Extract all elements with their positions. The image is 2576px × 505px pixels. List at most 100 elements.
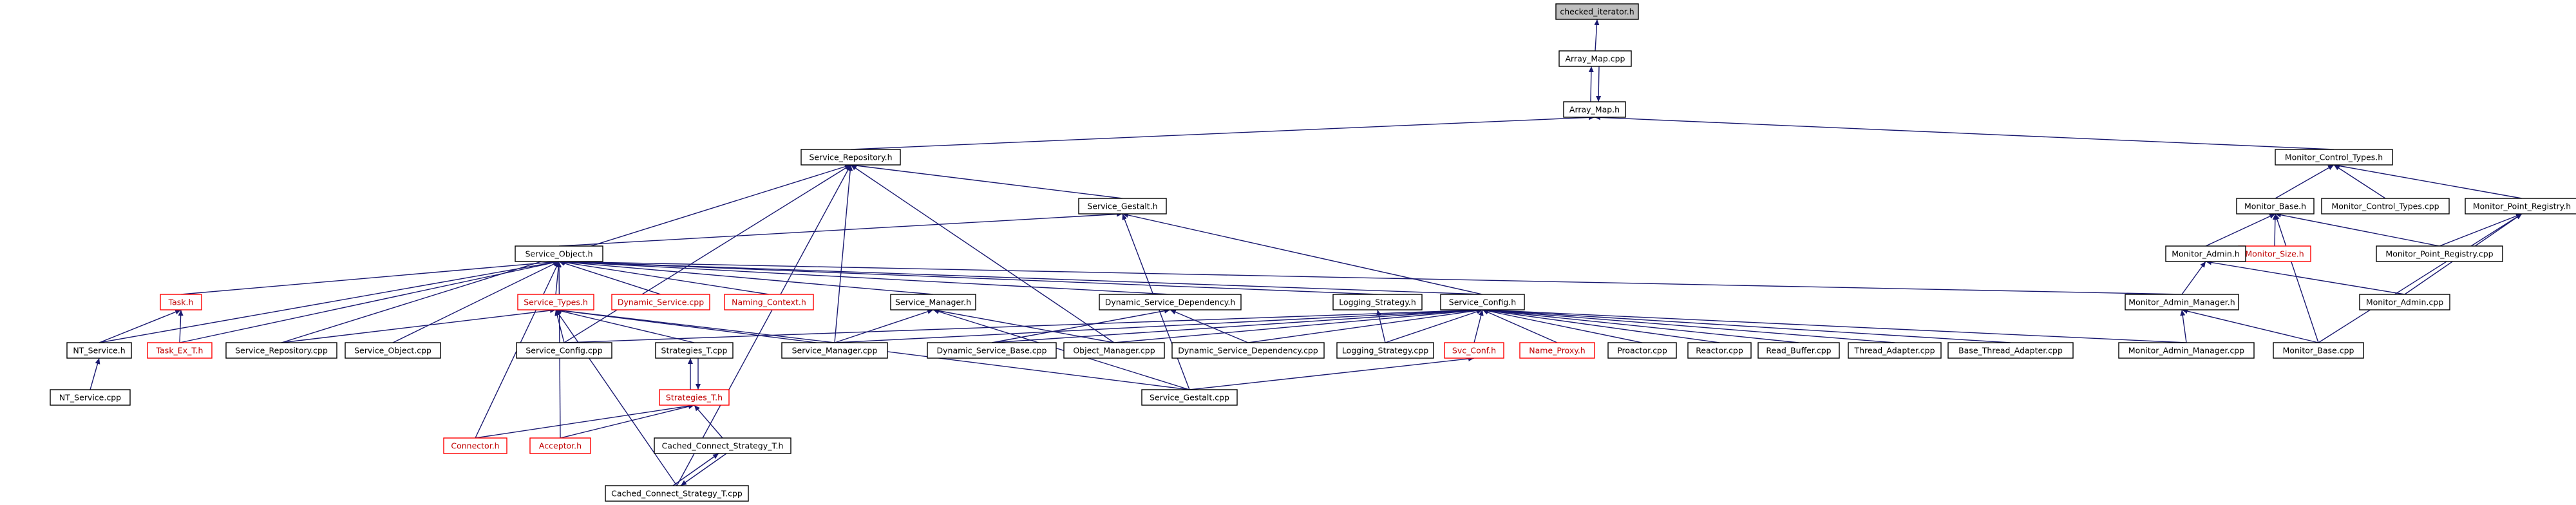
- node-box: [345, 342, 441, 359]
- node-cached-connect-strategy-t-cpp[interactable]: Cached_Connect_Strategy_T.cpp: [605, 485, 749, 502]
- node-label-monitor-base-h: Monitor_Base.h: [2244, 202, 2306, 211]
- node-box: [517, 294, 594, 310]
- edge-service-manager-h-to-service-object-h: [558, 259, 934, 295]
- node-monitor-admin-h[interactable]: Monitor_Admin.h: [2165, 245, 2246, 262]
- edge-object-manager-cpp-to-service-config-h: [1113, 307, 1483, 343]
- node-box: [1558, 50, 1632, 67]
- node-box: [659, 389, 730, 406]
- node-label-logging-strategy-cpp: Logging_Strategy.cpp: [1342, 346, 1428, 356]
- edge-dynamic-service-base-cpp-to-dynamic-service-dependency-h: [991, 308, 1171, 343]
- edge-service-config-cpp-to-service-repository-h: [564, 164, 851, 343]
- node-box: [890, 294, 976, 310]
- node-dynamic-service-dependency-cpp[interactable]: Dynamic_Service_Dependency.cpp: [1171, 342, 1325, 359]
- node-service-manager-cpp[interactable]: Service_Manager.cpp: [781, 342, 888, 359]
- node-array-map-cpp[interactable]: Array_Map.cpp: [1558, 50, 1632, 67]
- node-dynamic-service-base-cpp[interactable]: Dynamic_Service_Base.cpp: [927, 342, 1057, 359]
- node-box: [1171, 342, 1325, 359]
- edge-dynamic-service-base-cpp-to-service-config-h: [991, 307, 1483, 343]
- node-monitor-point-registry-h[interactable]: Monitor_Point_Registry.h: [2465, 198, 2576, 214]
- node-dynamic-service-dependency-h[interactable]: Dynamic_Service_Dependency.h: [1099, 294, 1242, 310]
- node-service-config-h[interactable]: Service_Config.h: [1440, 294, 1525, 310]
- node-service-object-cpp[interactable]: Service_Object.cpp: [345, 342, 441, 359]
- node-label-task-h: Task.h: [168, 298, 194, 307]
- node-thread-adapter-cpp[interactable]: Thread_Adapter.cpp: [1848, 342, 1942, 359]
- node-dynamic-service-cpp[interactable]: Dynamic_Service.cpp: [611, 294, 710, 310]
- edge-monitor-point-registry-cpp-to-monitor-point-registry-h: [2439, 213, 2523, 247]
- node-label-cached-connect-strategy-t-h: Cached_Connect_Strategy_T.h: [662, 441, 784, 451]
- edge-svc-conf-h-to-service-config-h: [1473, 309, 1484, 343]
- node-service-config-cpp[interactable]: Service_Config.cpp: [516, 342, 612, 359]
- node-label-service-manager-h: Service_Manager.h: [895, 298, 971, 307]
- node-checked-iterator-h[interactable]: checked_iterator.h: [1555, 3, 1639, 20]
- node-task-h[interactable]: Task.h: [160, 294, 202, 310]
- node-nt-service-cpp[interactable]: NT_Service.cpp: [50, 389, 131, 406]
- node-cached-connect-strategy-t-h[interactable]: Cached_Connect_Strategy_T.h: [654, 437, 791, 454]
- node-service-gestalt-cpp[interactable]: Service_Gestalt.cpp: [1141, 389, 1238, 406]
- node-label-service-object-cpp: Service_Object.cpp: [354, 346, 431, 356]
- edge-nt-service-cpp-to-nt-service-h: [90, 357, 100, 390]
- node-strategies-t-cpp[interactable]: Strategies_T.cpp: [655, 342, 734, 359]
- node-task-ex-t-h[interactable]: Task_Ex_T.h: [147, 342, 213, 359]
- node-box: [654, 437, 791, 454]
- node-label-monitor-admin-manager-cpp: Monitor_Admin_Manager.cpp: [2128, 346, 2244, 356]
- edge-logging-strategy-cpp-to-service-config-h: [1385, 309, 1483, 343]
- node-label-dynamic-service-cpp: Dynamic_Service.cpp: [618, 298, 704, 307]
- node-reactor-cpp[interactable]: Reactor.cpp: [1687, 342, 1752, 359]
- node-box: [1332, 294, 1423, 310]
- node-box: [2273, 342, 2364, 359]
- file-nodes: checked_iterator.hArray_Map.cppArray_Map…: [50, 3, 2576, 502]
- node-label-nt-service-cpp: NT_Service.cpp: [59, 393, 121, 403]
- node-label-monitor-admin-cpp: Monitor_Admin.cpp: [2366, 298, 2443, 307]
- node-box: [1519, 342, 1595, 359]
- node-name-proxy-h[interactable]: Name_Proxy.h: [1519, 342, 1595, 359]
- node-service-repository-cpp[interactable]: Service_Repository.cpp: [225, 342, 337, 359]
- node-strategies-t-h[interactable]: Strategies_T.h: [659, 389, 730, 406]
- node-label-name-proxy-h: Name_Proxy.h: [1529, 346, 1585, 356]
- edge-service-config-h-to-service-object-h: [558, 259, 1483, 295]
- node-box: [66, 342, 132, 359]
- node-base-thread-adapter-cpp[interactable]: Base_Thread_Adapter.cpp: [1947, 342, 2074, 359]
- node-service-repository-h[interactable]: Service_Repository.h: [800, 149, 901, 166]
- node-monitor-admin-manager-h[interactable]: Monitor_Admin_Manager.h: [2125, 294, 2239, 310]
- node-object-manager-cpp[interactable]: Object_Manager.cpp: [1063, 342, 1165, 359]
- node-box: [927, 342, 1057, 359]
- node-box: [1757, 342, 1840, 359]
- node-box: [50, 389, 131, 406]
- node-label-task-ex-t-h: Task_Ex_T.h: [156, 346, 204, 356]
- node-service-manager-h[interactable]: Service_Manager.h: [890, 294, 976, 310]
- node-box: [605, 485, 749, 502]
- node-monitor-point-registry-cpp[interactable]: Monitor_Point_Registry.cpp: [2376, 245, 2503, 262]
- node-service-gestalt-h[interactable]: Service_Gestalt.h: [1078, 198, 1167, 214]
- node-monitor-size-h[interactable]: Monitor_Size.h: [2238, 245, 2311, 262]
- edge-task-ex-t-h-to-task-h: [178, 309, 184, 343]
- node-box: [1607, 342, 1677, 359]
- node-read-buffer-cpp[interactable]: Read_Buffer.cpp: [1757, 342, 1840, 359]
- node-label-monitor-point-registry-cpp: Monitor_Point_Registry.cpp: [2385, 249, 2493, 259]
- edge-base-thread-adapter-cpp-to-service-config-h: [1482, 307, 2011, 343]
- edge-monitor-admin-manager-h-to-service-object-h: [558, 259, 2183, 295]
- node-logging-strategy-h[interactable]: Logging_Strategy.h: [1332, 294, 1423, 310]
- node-service-types-h[interactable]: Service_Types.h: [517, 294, 594, 310]
- node-acceptor-h[interactable]: Acceptor.h: [529, 437, 591, 454]
- node-monitor-admin-cpp[interactable]: Monitor_Admin.cpp: [2359, 294, 2450, 310]
- node-monitor-control-types-h[interactable]: Monitor_Control_Types.h: [2275, 149, 2393, 166]
- node-label-monitor-point-registry-h: Monitor_Point_Registry.h: [2473, 202, 2571, 211]
- node-nt-service-h[interactable]: NT_Service.h: [66, 342, 132, 359]
- node-label-monitor-control-types-cpp: Monitor_Control_Types.cpp: [2331, 202, 2439, 211]
- node-proactor-cpp[interactable]: Proactor.cpp: [1607, 342, 1677, 359]
- node-monitor-base-h[interactable]: Monitor_Base.h: [2236, 198, 2315, 214]
- node-svc-conf-h[interactable]: Svc_Conf.h: [1444, 342, 1504, 359]
- node-logging-strategy-cpp[interactable]: Logging_Strategy.cpp: [1336, 342, 1434, 359]
- node-monitor-control-types-cpp[interactable]: Monitor_Control_Types.cpp: [2321, 198, 2450, 214]
- node-box: [2238, 245, 2311, 262]
- node-connector-h[interactable]: Connector.h: [443, 437, 507, 454]
- edge-monitor-control-types-cpp-to-monitor-control-types-h: [2333, 164, 2386, 199]
- node-naming-context-h[interactable]: Naming_Context.h: [724, 294, 814, 310]
- node-service-object-h[interactable]: Service_Object.h: [515, 245, 603, 262]
- node-monitor-admin-manager-cpp[interactable]: Monitor_Admin_Manager.cpp: [2118, 342, 2255, 359]
- node-monitor-base-cpp[interactable]: Monitor_Base.cpp: [2273, 342, 2364, 359]
- node-box: [1336, 342, 1434, 359]
- node-array-map-h[interactable]: Array_Map.h: [1563, 101, 1626, 118]
- node-label-read-buffer-cpp: Read_Buffer.cpp: [1766, 346, 1831, 356]
